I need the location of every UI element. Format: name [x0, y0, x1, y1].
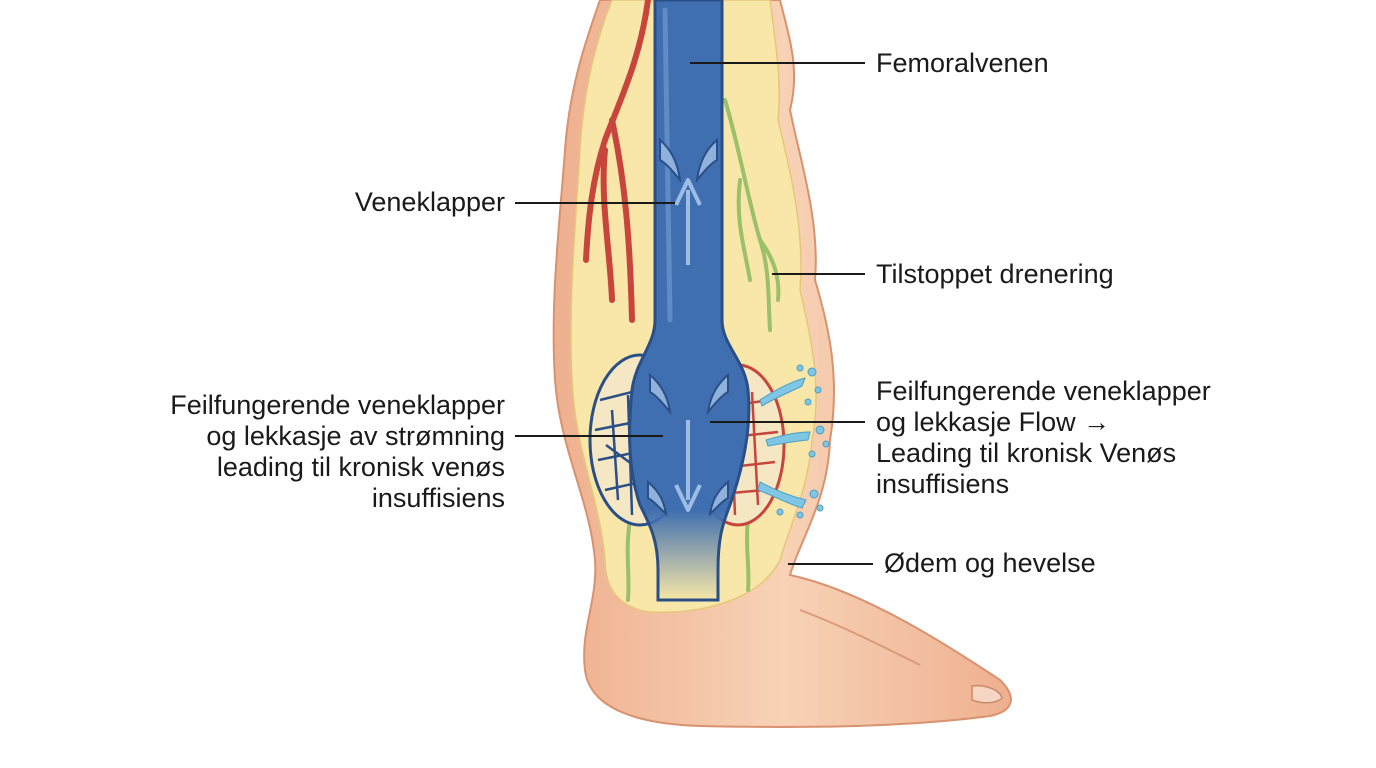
leader-right-incompetent [710, 421, 865, 423]
leader-edema [788, 563, 873, 565]
label-edema: Ødem og hevelse [884, 548, 1096, 578]
label-femoral-vein: Femoralvenen [876, 48, 1049, 78]
right-incompetent-line-2: og lekkasje Flow → [876, 407, 1111, 437]
leader-left-incompetent [515, 435, 663, 437]
valve-cusps [647, 137, 729, 517]
leader-femoral-vein [690, 62, 865, 64]
leader-valves [515, 202, 675, 204]
label-right-incompetent: Feilfungerende veneklapper og lekkasje F… [876, 376, 1211, 500]
left-incompetent-line-4: insuffisiens [371, 483, 505, 513]
left-incompetent-line-2: og lekkasje av strømning [206, 421, 505, 451]
label-left-incompetent: Feilfungerende veneklapper og lekkasje a… [170, 390, 505, 514]
arrow-down-icon [674, 420, 702, 512]
leak-spurts [757, 364, 830, 519]
leader-blocked-drainage [772, 273, 865, 275]
right-incompetent-line-1: Feilfungerende veneklapper [876, 376, 1211, 406]
foot-crease [799, 609, 921, 666]
label-blocked-drainage: Tilstoppet drenering [876, 259, 1114, 289]
label-valves: Veneklapper [354, 187, 505, 217]
arrow-up-icon [674, 178, 702, 265]
lymph-vessels [625, 98, 781, 602]
left-incompetent-line-3: leading til kronisk venøs [216, 452, 505, 482]
right-incompetent-line-3: Leading til kronisk Venøs [876, 438, 1177, 468]
left-incompetent-line-1: Feilfungerende veneklapper [170, 390, 505, 420]
right-incompetent-line-4: insuffisiens [876, 469, 1010, 499]
toenail [971, 684, 1003, 704]
